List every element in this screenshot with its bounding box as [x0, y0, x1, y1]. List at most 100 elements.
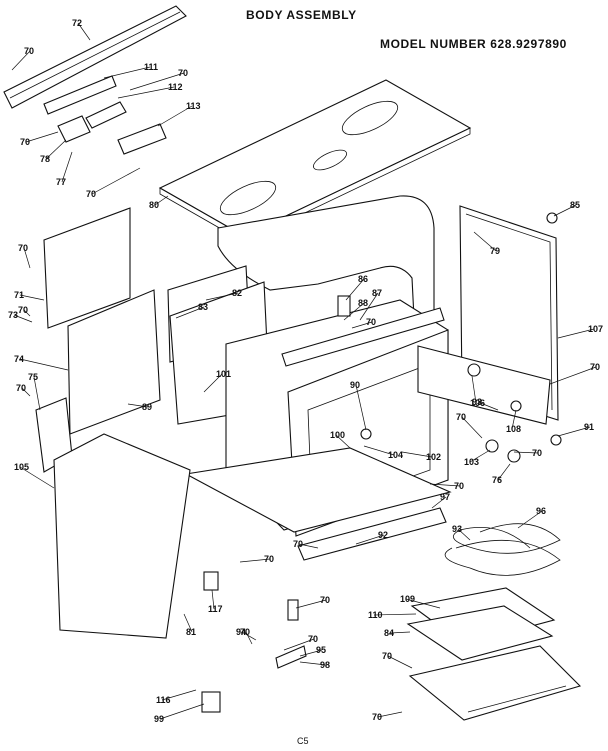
part-86-knob [337, 295, 351, 317]
part-72-rail [3, 5, 187, 109]
callout-106: 106 [470, 398, 485, 408]
callout-70: 70 [178, 68, 188, 78]
leader-line [19, 358, 69, 371]
leader-line [295, 599, 327, 609]
leader-line [345, 278, 365, 301]
left-side-panels [35, 207, 161, 473]
leader-line [335, 434, 351, 449]
leader-line [477, 401, 499, 411]
callout-98: 98 [320, 660, 330, 670]
leader-line [373, 613, 417, 616]
front-panel [53, 433, 191, 639]
callout-70: 70 [366, 317, 376, 327]
callout-70: 70 [372, 712, 382, 722]
part-91-bulb [360, 428, 372, 440]
callout-70: 70 [264, 554, 274, 564]
part-110-pan [406, 605, 554, 661]
leader-line [23, 309, 31, 317]
part-97-element [453, 523, 561, 554]
leader-line [359, 292, 379, 321]
leader-line [497, 463, 511, 481]
leader-line [429, 483, 461, 487]
callout-81: 81 [186, 627, 196, 637]
part-74-side-panel [67, 289, 161, 435]
callout-86: 86 [358, 274, 368, 284]
leader-line [389, 631, 411, 634]
callout-93: 93 [472, 397, 482, 407]
callout-94: 94 [236, 627, 246, 637]
callout-85: 85 [570, 200, 580, 210]
oven-frame [184, 299, 551, 537]
leader-line [343, 302, 365, 321]
callout-73: 73 [8, 310, 18, 320]
leader-line [355, 384, 367, 431]
leader-line [511, 409, 517, 430]
model-number: MODEL NUMBER 628.9297890 [380, 37, 567, 51]
callout-111: 111 [144, 62, 158, 72]
leader-line [517, 510, 543, 529]
callout-101: 101 [216, 369, 231, 379]
leader-line [211, 589, 215, 610]
part-76-front-panel [53, 433, 191, 639]
top-cover [217, 195, 435, 319]
leader-line [23, 247, 31, 269]
leader-line [127, 403, 149, 408]
callout-102: 102 [426, 452, 441, 462]
callout-70: 70 [532, 448, 542, 458]
part-hood [217, 195, 435, 319]
part-78-clip [57, 115, 91, 143]
leader-line [513, 451, 539, 454]
leader-line [239, 558, 271, 563]
leader-line [351, 321, 373, 329]
part-71-side-panel [43, 207, 131, 329]
callout-108: 108 [506, 424, 521, 434]
leader-line [377, 711, 403, 718]
callout-82: 82 [232, 288, 242, 298]
leader-line [469, 449, 491, 463]
leader-line [553, 204, 577, 217]
callout-70: 70 [293, 539, 303, 549]
callout-104: 104 [388, 450, 403, 460]
part-102-knob [485, 439, 499, 453]
callout-75: 75 [28, 372, 38, 382]
leader-line [11, 50, 31, 71]
leader-line [21, 387, 31, 397]
leader-line [355, 534, 385, 545]
part-93-knob [510, 400, 522, 412]
callout-79: 79 [490, 246, 500, 256]
leader-line [557, 328, 595, 339]
callout-70: 70 [20, 137, 30, 147]
callout-91: 91 [584, 422, 594, 432]
callout-76: 76 [492, 475, 502, 485]
callout-113: 113 [186, 101, 201, 111]
leader-line [471, 375, 477, 404]
leader-line [103, 66, 151, 79]
leader-line [129, 72, 185, 91]
part-111-plate [43, 75, 117, 115]
leader-line [241, 631, 257, 641]
part-96-rail [297, 507, 447, 561]
leader-line [549, 366, 597, 385]
part-93-bracket [203, 571, 219, 591]
part-98-rack [408, 645, 582, 721]
callout-70: 70 [382, 651, 392, 661]
part-116-switch [201, 691, 221, 713]
callout-99: 99 [154, 714, 164, 724]
part-108-screw [550, 434, 562, 446]
leader-line [117, 86, 175, 99]
callout-90: 90 [350, 380, 360, 390]
callout-70: 70 [456, 412, 466, 422]
callout-83: 83 [198, 302, 208, 312]
callout-97: 97 [440, 492, 450, 502]
leader-line [13, 314, 33, 323]
callout-70: 70 [240, 627, 250, 637]
callout-103: 103 [464, 457, 479, 467]
callout-89: 89 [142, 402, 152, 412]
leader-line [175, 306, 205, 319]
leader-line [19, 466, 55, 489]
leader-line [457, 528, 471, 541]
leader-line [25, 131, 59, 143]
callout-70: 70 [16, 383, 26, 393]
